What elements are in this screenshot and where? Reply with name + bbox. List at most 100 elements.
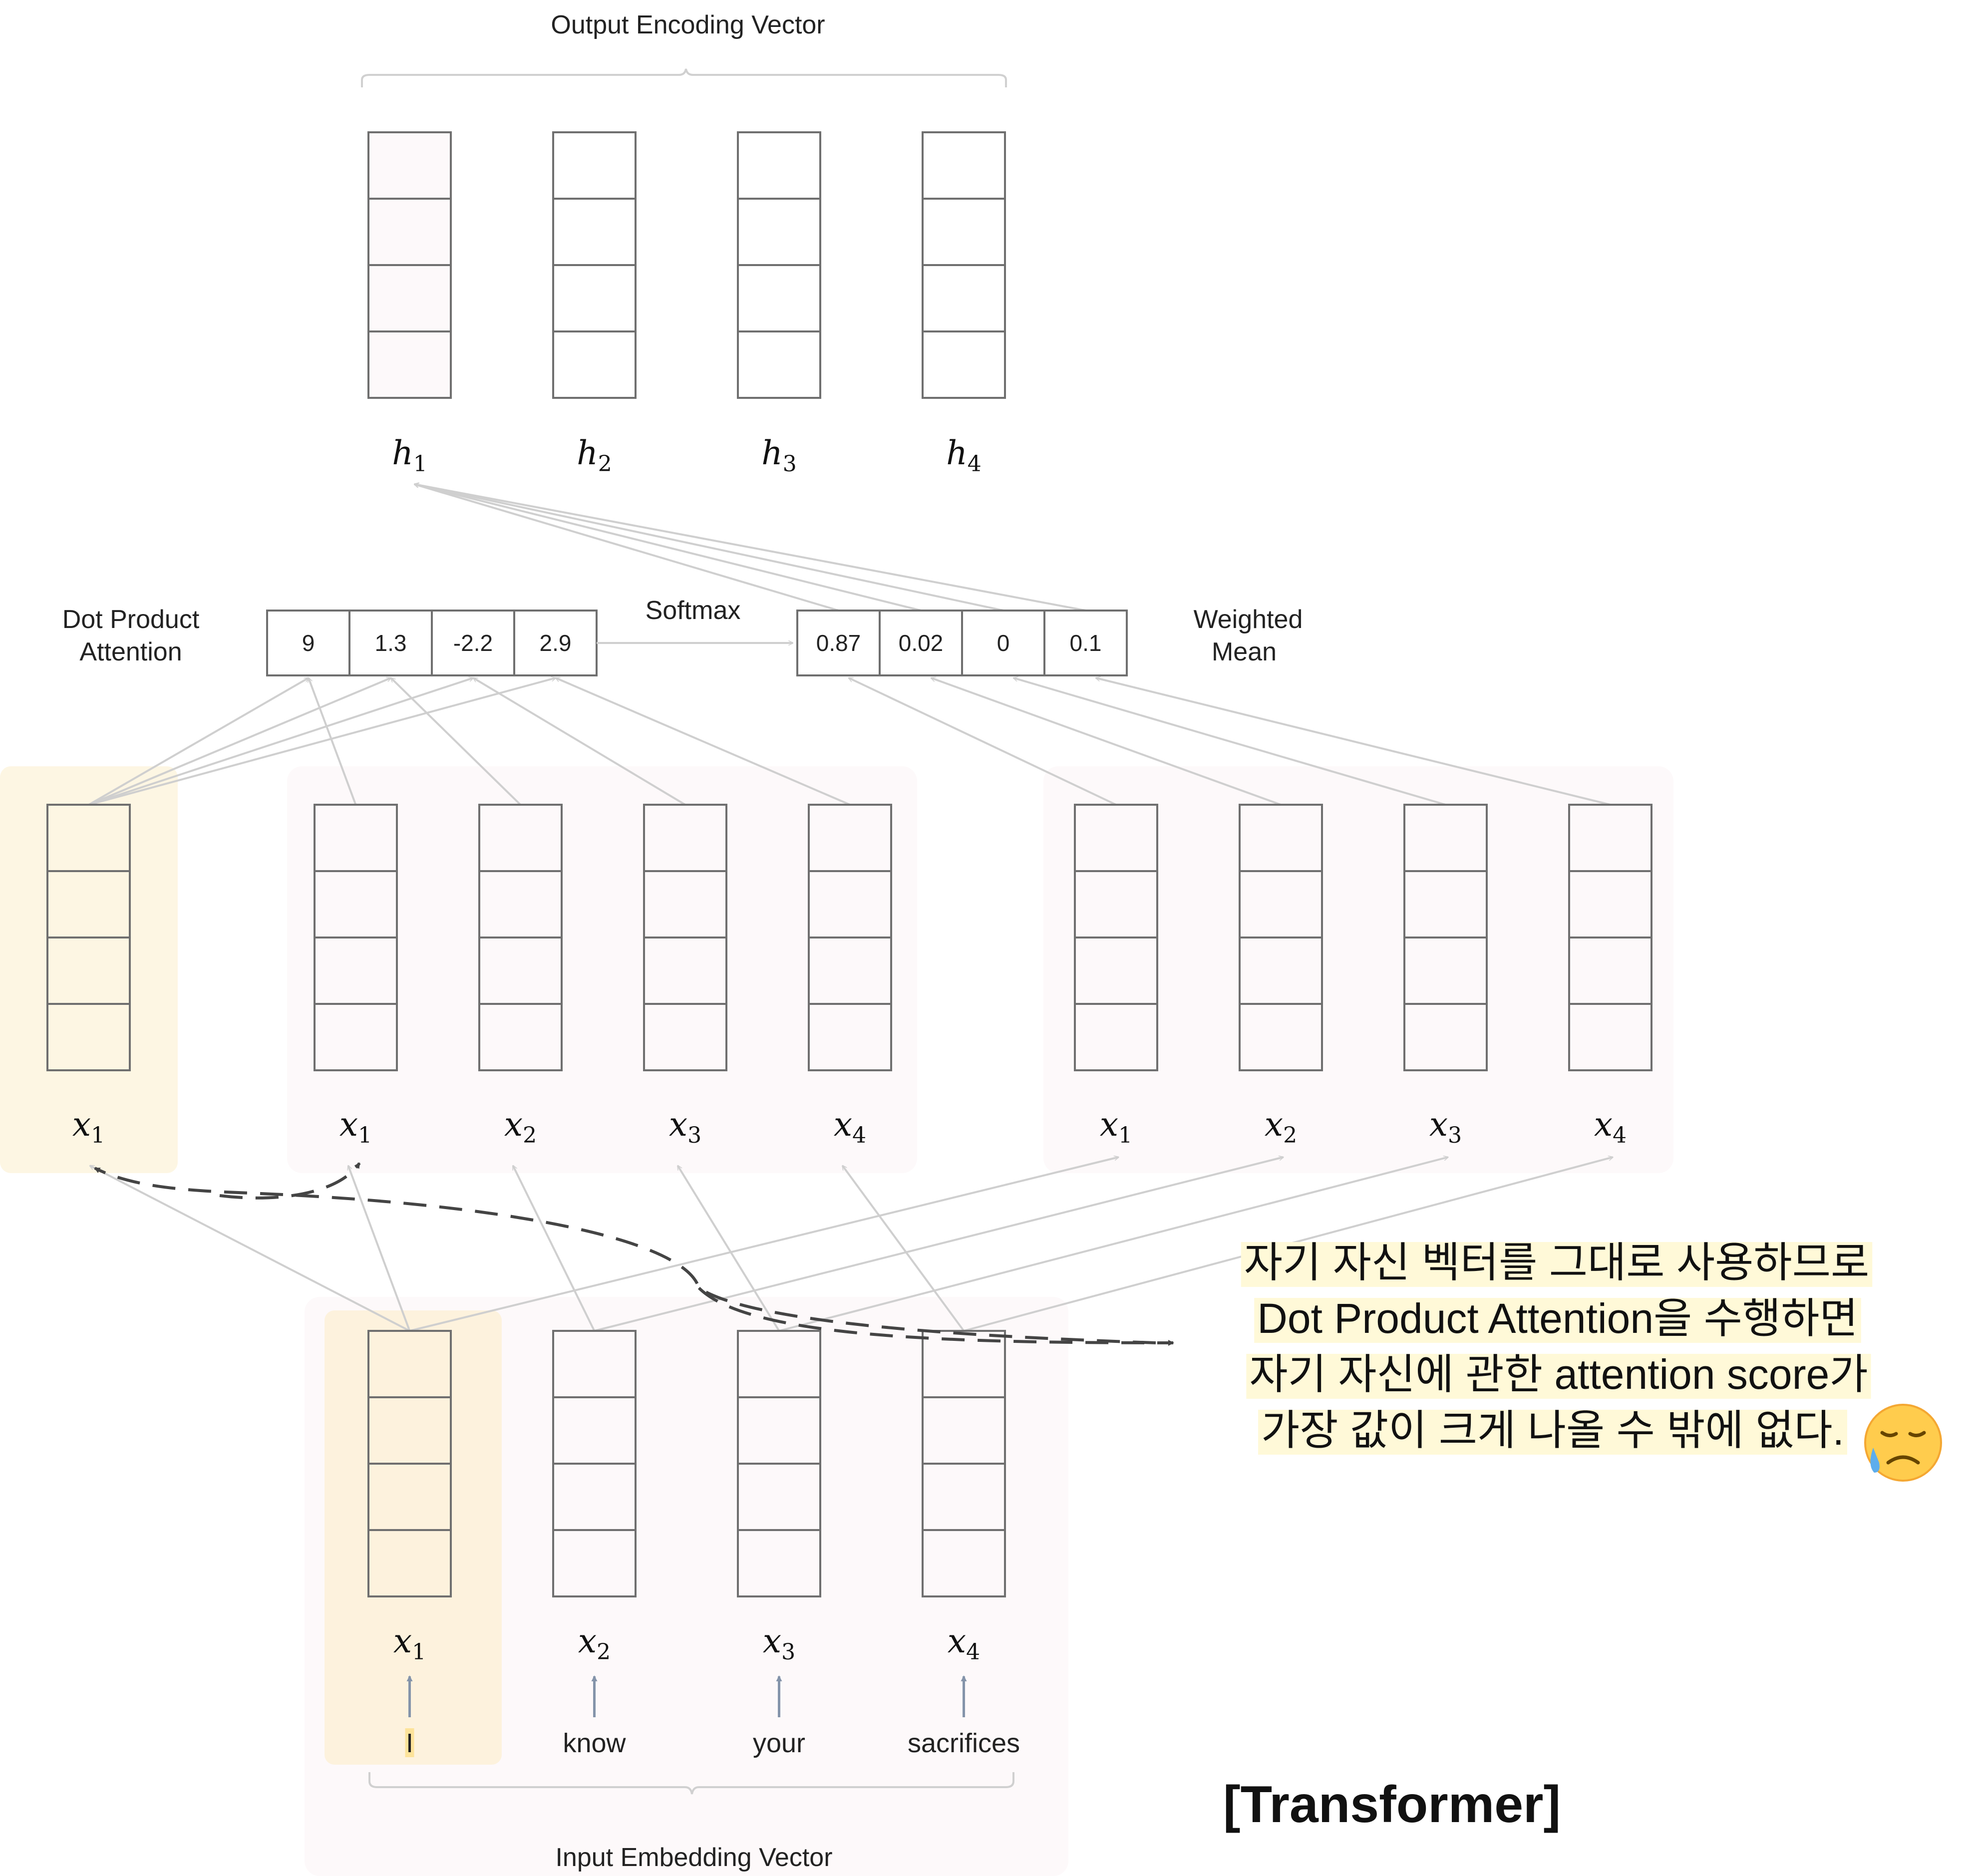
weight-cell-4: [1043, 610, 1128, 676]
key-vector-2: [478, 804, 563, 1071]
dashed-arrow-to-key: [219, 1162, 361, 1200]
key-group-background: [287, 766, 917, 1173]
weight-value-1: 0.87: [816, 630, 861, 656]
key-vector-label-4: x4: [834, 1105, 866, 1148]
key-vector-cell: [808, 1003, 892, 1071]
output-vector-label-4: h4: [946, 434, 982, 477]
input-to-value-arrow: [594, 1157, 1284, 1332]
value-vector-label-3: x3: [1429, 1105, 1462, 1148]
note-line-4: 가장 값이 크게 나올 수 밖에 없다.: [1261, 1407, 1844, 1454]
value-vector-cell: [1074, 1003, 1158, 1071]
output-vector-cell: [552, 264, 637, 332]
output-vector-cell: [552, 198, 637, 266]
sad-but-relieved-face-icon: [1864, 1404, 1942, 1482]
input-vector-cell: [367, 1529, 452, 1597]
key-vector-cell: [643, 1003, 727, 1071]
output-vector-cell: [552, 330, 637, 399]
score-value-1: 9: [302, 630, 315, 656]
note-line-2: Dot Product Attention을 수행하면: [1257, 1295, 1858, 1342]
value-to-weight-arrow: [931, 678, 1282, 806]
key-vector-cell: [314, 1003, 398, 1071]
note-line-highlight: [1241, 1242, 1873, 1287]
input-embedding-label: Input Embedding Vector: [555, 1843, 832, 1872]
output-vector-label-3: h3: [761, 434, 797, 477]
key-to-score-arrow: [556, 677, 851, 806]
value-to-weight-arrow: [1013, 678, 1446, 806]
output-vector-cell: [367, 330, 452, 399]
input-vector-4: [922, 1330, 1006, 1597]
key-vector-cell: [478, 1003, 563, 1071]
input-word-4: sacrifices: [908, 1728, 1020, 1758]
input-vector-1: [367, 1330, 452, 1597]
query-to-score-arrow: [88, 678, 391, 806]
output-vector-4: [922, 131, 1006, 399]
key-vector-4: [808, 804, 892, 1071]
output-vector-cell: [922, 131, 1006, 200]
input-to-value-arrow: [778, 1157, 1448, 1332]
value-to-weight-arrow: [849, 677, 1117, 806]
weight-to-output-arrow: [414, 484, 1086, 612]
output-vector-3: [737, 131, 821, 399]
value-vector-cell: [1239, 1003, 1323, 1071]
query-highlight: [0, 766, 178, 1173]
output-vector-label-2: h2: [577, 434, 612, 477]
weight-value-4: 0.1: [1070, 630, 1102, 656]
value-vector-2: [1239, 804, 1323, 1071]
note-line-1: 자기 자신 벡터를 그대로 사용하므로: [1244, 1239, 1870, 1286]
output-vector-cell: [922, 198, 1006, 266]
value-vector-cell: [1568, 1003, 1652, 1071]
key-vector-label-2: x2: [504, 1105, 537, 1148]
softmax-label: Softmax: [646, 596, 741, 625]
note-line-3: 자기 자신에 관한 attention score가: [1249, 1351, 1868, 1398]
score-value-2: 1.3: [375, 630, 407, 656]
input-to-query-arrow: [90, 1165, 410, 1332]
value-group-background: [1043, 766, 1673, 1173]
note-line-highlight: [1246, 1354, 1871, 1399]
key-vector-3: [643, 804, 727, 1071]
key-vector-label-3: x3: [669, 1105, 701, 1148]
output-encoding-label: Output Encoding Vector: [551, 10, 825, 39]
input-vector-label-1: x1: [393, 1622, 426, 1665]
input-to-key-arrow: [348, 1166, 411, 1331]
input-word-2: know: [563, 1728, 626, 1758]
annotation-note: 자기 자신 벡터를 그대로 사용하므로 Dot Product Attention…: [1241, 1239, 1873, 1455]
input-to-key-arrow: [676, 1166, 780, 1332]
output-vector-2: [552, 131, 637, 399]
output-vector-label-1: h1: [392, 434, 427, 477]
query-to-score-arrow: [88, 678, 473, 806]
word-highlight: [405, 1728, 414, 1757]
input-to-value-arrow: [409, 1157, 1119, 1332]
value-vector-cell: [1403, 1003, 1488, 1071]
input-word-3: your: [753, 1728, 805, 1758]
input-vector-cell: [552, 1529, 637, 1597]
input-vector-label-2: x2: [578, 1622, 611, 1665]
input-brace: [368, 1772, 1014, 1795]
weight-to-output-arrow: [414, 484, 1004, 612]
attention-arrows: [88, 484, 1613, 1332]
input-vector-3: [737, 1330, 821, 1597]
value-vector-1: [1074, 804, 1158, 1071]
dashed-arrow-to-note: [697, 1286, 1174, 1346]
input-vector-cell: [922, 1529, 1006, 1597]
query-to-score-arrow: [88, 677, 309, 806]
weight-value-2: 0.02: [899, 630, 944, 656]
dot-product-label-line1: Dot Product: [62, 605, 200, 634]
input-vector-cell: [737, 1529, 821, 1597]
key-vector-label-1: x1: [339, 1105, 372, 1148]
dashed-arrow-to-query: [94, 1167, 1156, 1344]
output-vector-1: [367, 131, 452, 399]
output-vector-cell: [737, 131, 821, 200]
input-to-key-arrow: [841, 1166, 965, 1332]
input-vector-2: [552, 1330, 637, 1597]
output-vector-cell: [552, 131, 637, 200]
value-to-weight-arrow: [1096, 678, 1611, 806]
dot-product-label-line2: Attention: [79, 637, 182, 666]
weight-to-output-arrow: [414, 484, 839, 612]
query-to-score-arrow: [88, 678, 556, 806]
value-vector-3: [1403, 804, 1488, 1071]
weighted-mean-label-line1: Weighted: [1194, 605, 1303, 634]
